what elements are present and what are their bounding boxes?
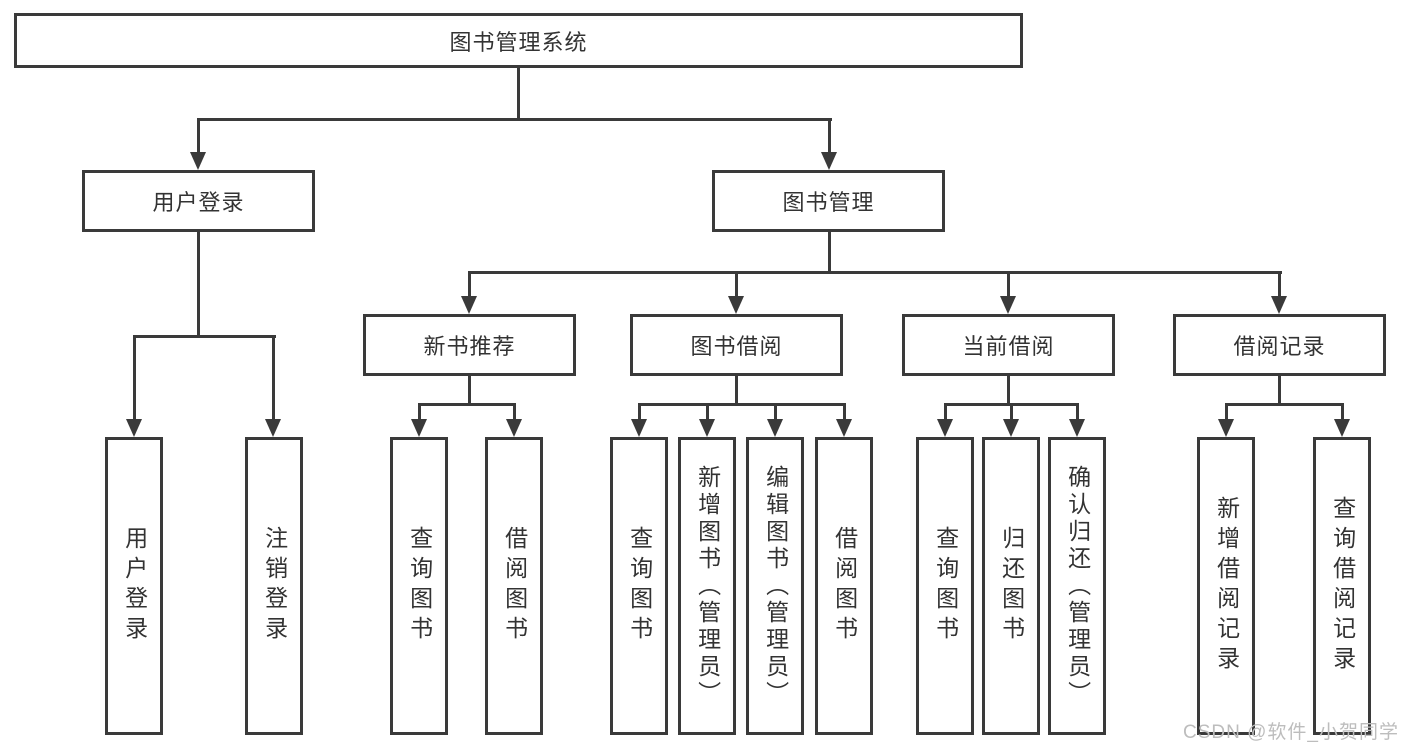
connector-new-book-drop-1 <box>418 403 421 419</box>
arrow-to-leaf-borrow-book-2 <box>836 419 852 437</box>
arrow-to-leaf-borrow-book-1 <box>506 419 522 437</box>
leaf-query-borrow-record: 查询借阅记录 <box>1313 437 1371 735</box>
leaf-add-book-admin-label: 新增图书（管理员） <box>694 464 721 708</box>
connector-book-borrow-drop-3 <box>774 403 777 419</box>
arrow-to-leaf-user-login <box>126 419 142 437</box>
leaf-confirm-return-admin-label: 确认归还（管理员） <box>1064 464 1091 708</box>
node-book-management: 图书管理 <box>712 170 945 232</box>
connector-book-borrow-drop-2 <box>706 403 709 419</box>
arrow-to-leaf-return-book <box>1003 419 1019 437</box>
arrow-to-new-book <box>461 296 477 314</box>
node-book-management-label: 图书管理 <box>782 190 875 215</box>
connector-user-login-bar <box>133 335 276 338</box>
connector-new-book-bar <box>418 403 516 406</box>
arrow-to-leaf-query-borrow-record <box>1334 419 1350 437</box>
arrow-to-current-borrow <box>1000 296 1016 314</box>
arrow-to-leaf-confirm-return <box>1069 419 1085 437</box>
connector-book-borrow-drop-1 <box>638 403 641 419</box>
node-borrow-records: 借阅记录 <box>1173 314 1386 376</box>
leaf-logout-label: 注销登录 <box>261 526 288 646</box>
connector-user-login-drop-1 <box>133 335 136 419</box>
connector-borrow-records-stem <box>1278 376 1281 403</box>
leaf-confirm-return-admin: 确认归还（管理员） <box>1048 437 1106 735</box>
leaf-add-borrow-record: 新增借阅记录 <box>1197 437 1255 735</box>
leaf-query-book-3-label: 查询图书 <box>932 526 959 646</box>
connector-root-left-drop <box>197 118 200 152</box>
leaf-return-book-label: 归还图书 <box>998 526 1025 646</box>
leaf-borrow-book-2-label: 借阅图书 <box>831 526 858 646</box>
arrow-to-leaf-edit-book <box>767 419 783 437</box>
connector-book-borrow-drop-4 <box>843 403 846 419</box>
arrow-to-leaf-add-book <box>699 419 715 437</box>
leaf-add-borrow-record-label: 新增借阅记录 <box>1213 496 1240 676</box>
connector-current-borrow-stem <box>1007 376 1010 403</box>
arrow-to-user-login <box>190 152 206 170</box>
node-current-borrow-label: 当前借阅 <box>962 334 1055 359</box>
connector-borrow-records-drop-2 <box>1341 403 1344 419</box>
node-current-borrow: 当前借阅 <box>902 314 1115 376</box>
connector-root-bar <box>197 118 832 121</box>
connector-book-mgmt-drop-2 <box>735 271 738 296</box>
connector-current-borrow-drop-3 <box>1076 403 1079 419</box>
arrow-to-leaf-query-book-3 <box>937 419 953 437</box>
node-borrow-records-label: 借阅记录 <box>1233 334 1326 359</box>
connector-root-stem <box>517 68 520 118</box>
arrow-to-leaf-query-book-2 <box>631 419 647 437</box>
leaf-query-book-1-label: 查询图书 <box>406 526 433 646</box>
leaf-edit-book-admin-label: 编辑图书（管理员） <box>762 464 789 708</box>
connector-user-login-stem <box>197 232 200 335</box>
connector-borrow-records-drop-1 <box>1225 403 1228 419</box>
leaf-query-borrow-record-label: 查询借阅记录 <box>1329 496 1356 676</box>
leaf-query-book-2-label: 查询图书 <box>626 526 653 646</box>
connector-user-login-drop-2 <box>272 335 275 419</box>
leaf-borrow-book-2: 借阅图书 <box>815 437 873 735</box>
leaf-user-login: 用户登录 <box>105 437 163 735</box>
connector-root-right-drop <box>828 118 831 152</box>
leaf-query-book-3: 查询图书 <box>916 437 974 735</box>
leaf-user-login-label: 用户登录 <box>121 526 148 646</box>
node-book-borrow: 图书借阅 <box>630 314 843 376</box>
leaf-borrow-book-1: 借阅图书 <box>485 437 543 735</box>
connector-borrow-records-bar <box>1225 403 1344 406</box>
node-library-system-label: 图书管理系统 <box>449 29 588 55</box>
arrow-to-leaf-add-borrow-record <box>1218 419 1234 437</box>
connector-book-borrow-bar <box>638 403 846 406</box>
connector-book-mgmt-drop-3 <box>1007 271 1010 296</box>
node-user-login-label: 用户登录 <box>152 190 245 215</box>
connector-book-borrow-stem <box>735 376 738 403</box>
node-new-book-recommend-label: 新书推荐 <box>423 334 516 359</box>
arrow-to-leaf-logout <box>265 419 281 437</box>
connector-new-book-stem <box>468 376 471 403</box>
node-book-borrow-label: 图书借阅 <box>690 334 783 359</box>
arrow-to-borrow-records <box>1271 296 1287 314</box>
connector-book-mgmt-bar <box>468 271 1282 274</box>
connector-book-mgmt-drop-1 <box>468 271 471 296</box>
node-user-login: 用户登录 <box>82 170 315 232</box>
arrow-to-book-management <box>821 152 837 170</box>
arrow-to-book-borrow <box>728 296 744 314</box>
connector-new-book-drop-2 <box>513 403 516 419</box>
leaf-borrow-book-1-label: 借阅图书 <box>501 526 528 646</box>
connector-book-mgmt-stem <box>828 232 831 271</box>
leaf-logout: 注销登录 <box>245 437 303 735</box>
connector-book-mgmt-drop-4 <box>1278 271 1281 296</box>
leaf-query-book-2: 查询图书 <box>610 437 668 735</box>
connector-current-borrow-drop-1 <box>944 403 947 419</box>
leaf-query-book-1: 查询图书 <box>390 437 448 735</box>
arrow-to-leaf-query-book-1 <box>411 419 427 437</box>
leaf-add-book-admin: 新增图书（管理员） <box>678 437 736 735</box>
leaf-edit-book-admin: 编辑图书（管理员） <box>746 437 804 735</box>
node-new-book-recommend: 新书推荐 <box>363 314 576 376</box>
csdn-watermark: CSDN @软件_小贺同学 <box>1183 722 1399 743</box>
leaf-return-book: 归还图书 <box>982 437 1040 735</box>
connector-current-borrow-drop-2 <box>1010 403 1013 419</box>
node-library-system: 图书管理系统 <box>14 13 1023 68</box>
